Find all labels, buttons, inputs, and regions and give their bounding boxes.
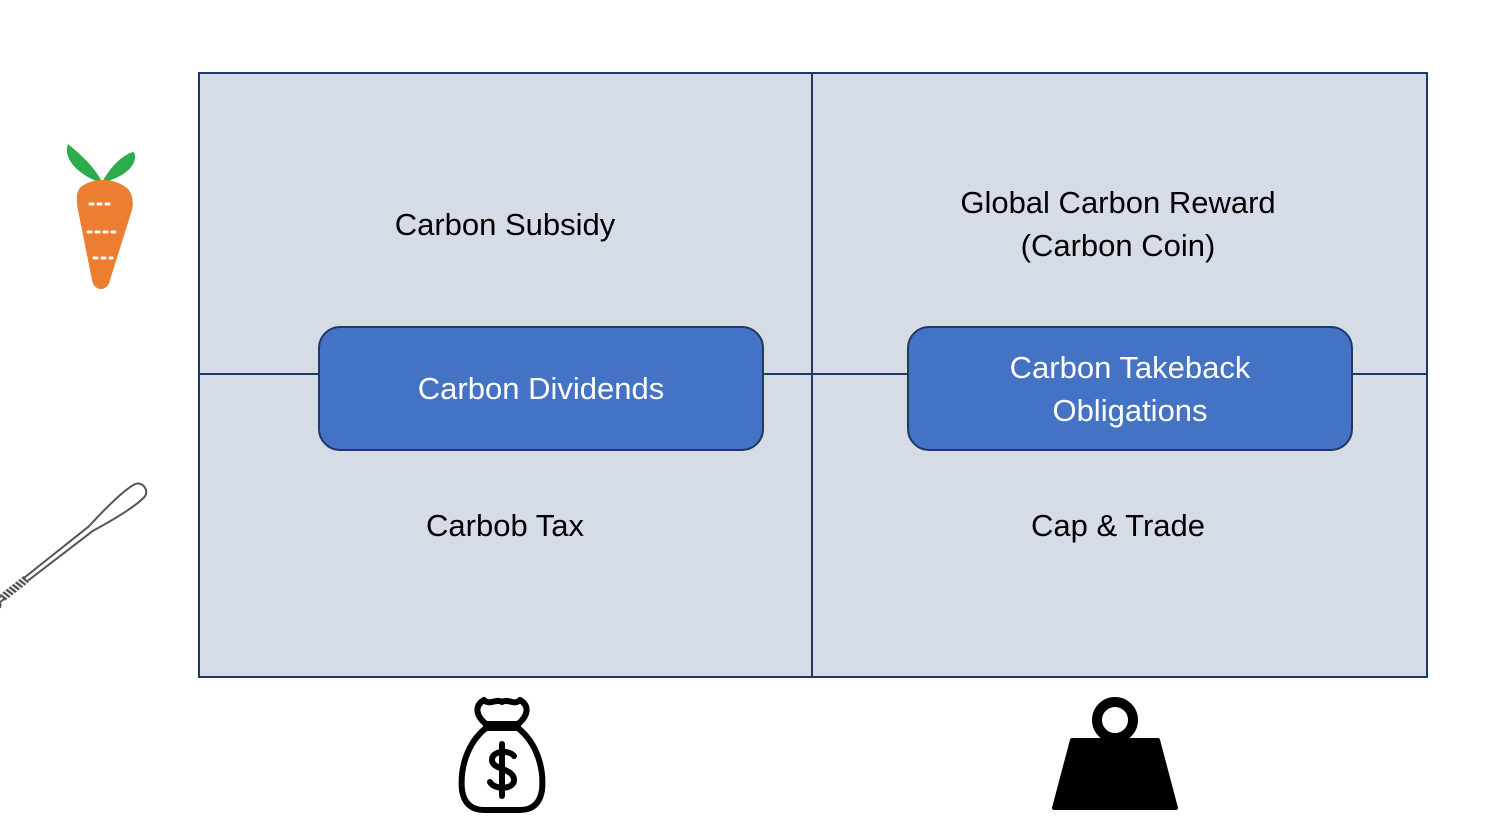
- carbon-takeback-line1: Carbon Takeback: [1009, 349, 1251, 385]
- global-carbon-reward-line1: Global Carbon Reward: [960, 185, 1276, 220]
- global-carbon-reward-label: Global Carbon Reward (Carbon Coin): [913, 181, 1323, 267]
- weight-icon: [1052, 697, 1178, 810]
- cap-and-trade-label: Cap & Trade: [1030, 508, 1206, 543]
- global-carbon-reward-line2: (Carbon Coin): [1020, 228, 1216, 263]
- carbon-dividends-box: Carbon Dividends: [318, 326, 764, 451]
- carbob-tax-label: Carbob Tax: [426, 508, 584, 543]
- money-bag-icon: [458, 697, 546, 813]
- grid-horizontal-divider: [198, 373, 1426, 375]
- carrot-icon: [66, 144, 135, 289]
- carbon-dividends-label: Carbon Dividends: [417, 371, 665, 406]
- carbon-takeback-obligations-box: Carbon Takeback Obligations: [907, 326, 1353, 451]
- carbon-takeback-line2: Obligations: [1052, 392, 1208, 428]
- baseball-bat-icon: [0, 482, 148, 609]
- carbon-subsidy-label: Carbon Subsidy: [394, 207, 616, 242]
